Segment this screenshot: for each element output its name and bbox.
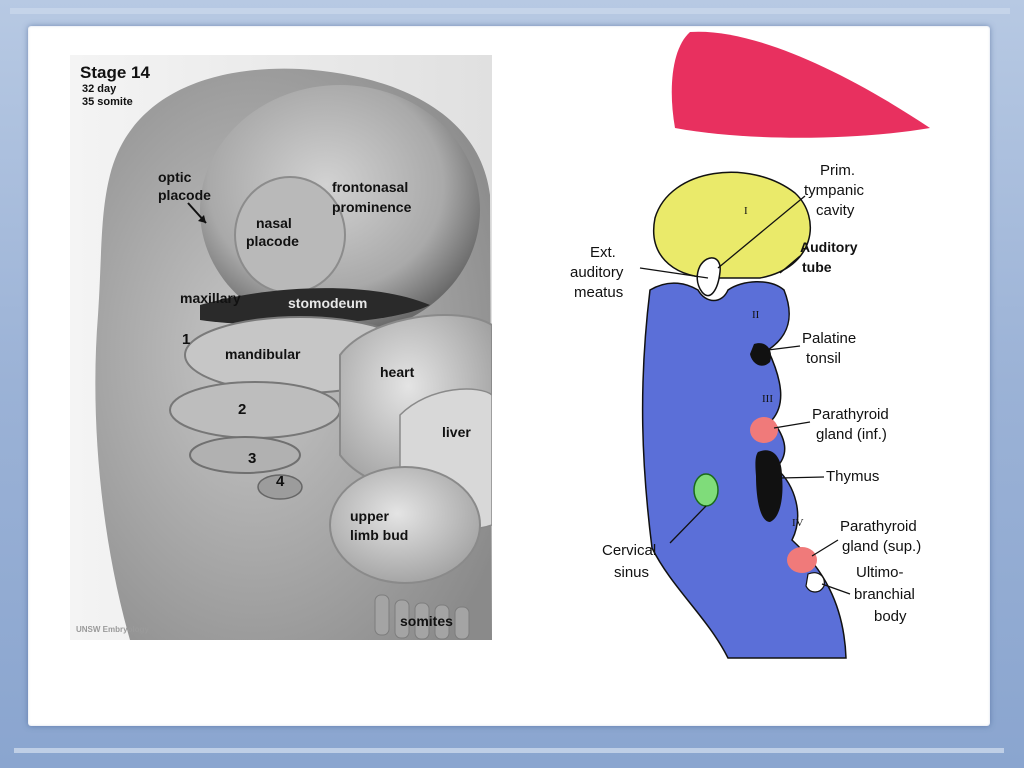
label-ultimobranchial-1: Ultimo- [856,564,904,581]
label-parathyroid-sup-2: gland (sup.) [842,538,922,555]
pouch-numeral-1: I [744,205,748,217]
pouch-numeral-3: III [762,393,773,405]
pouch-drawing [639,31,930,659]
label-cervical-sinus-1: Cervical [602,542,657,559]
label-auditory-tube-1: Auditory [800,239,858,255]
label-palatine-tonsil-2: tonsil [806,350,842,367]
label-ultimobranchial-2: branchial [854,586,915,603]
label-cervical-sinus-2: sinus [614,564,650,581]
pharyngeal-pouch-diagram: I II III IV Prim. tympanic cavity Ext. a… [560,28,990,668]
stage-day: 32 day [82,83,117,95]
embryo-sem-image: Stage 14 32 day 35 somite optic placode … [70,55,492,640]
label-prim-tympanic-1: Prim. [820,162,855,179]
label-upper-limb-1: upper [350,508,389,524]
label-nasal-placode-2: placode [246,233,299,249]
label-parathyroid-inf-2: gland (inf.) [816,426,887,443]
label-arch-4: 4 [276,473,285,490]
pouch-numeral-4: IV [792,517,804,529]
label-stomodeum: stomodeum [288,295,368,311]
label-optic-placode-1: optic [158,169,192,185]
stage-somite: 35 somite [82,96,133,108]
label-prim-tympanic-3: cavity [816,202,855,219]
label-ultimobranchial-3: body [874,608,907,625]
label-heart: heart [380,364,415,380]
label-somites: somites [400,613,453,629]
label-parathyroid-sup-1: Parathyroid [840,518,917,535]
label-ext-auditory-1: Ext. [590,244,616,261]
embryo-sem-drawing [70,55,492,640]
label-palatine-tonsil-1: Palatine [802,330,857,347]
label-parathyroid-inf-1: Parathyroid [812,406,889,423]
label-upper-limb-2: limb bud [350,527,409,543]
label-liver: liver [442,424,471,440]
image-credit: UNSW Embryology [76,625,149,634]
label-ext-auditory-3: meatus [574,284,624,301]
label-mandibular: mandibular [225,346,301,362]
label-prim-tympanic-2: tympanic [804,182,865,199]
stage-title: Stage 14 [80,63,150,82]
label-frontonasal-1: frontonasal [332,179,409,195]
frame-highlight-top [10,8,1010,14]
label-arch-2: 2 [238,401,247,418]
label-arch-3: 3 [248,450,257,467]
label-maxillary: maxillary [180,290,241,306]
frame-highlight-bottom [14,748,1004,753]
label-arch-1: 1 [182,331,191,348]
label-frontonasal-2: prominence [332,199,412,215]
label-optic-placode-2: placode [158,187,211,203]
pouch-numeral-2: II [752,309,760,321]
label-auditory-tube-2: tube [802,259,832,275]
label-thymus: Thymus [826,468,880,485]
label-nasal-placode-1: nasal [256,215,292,231]
label-ext-auditory-2: auditory [570,264,624,281]
